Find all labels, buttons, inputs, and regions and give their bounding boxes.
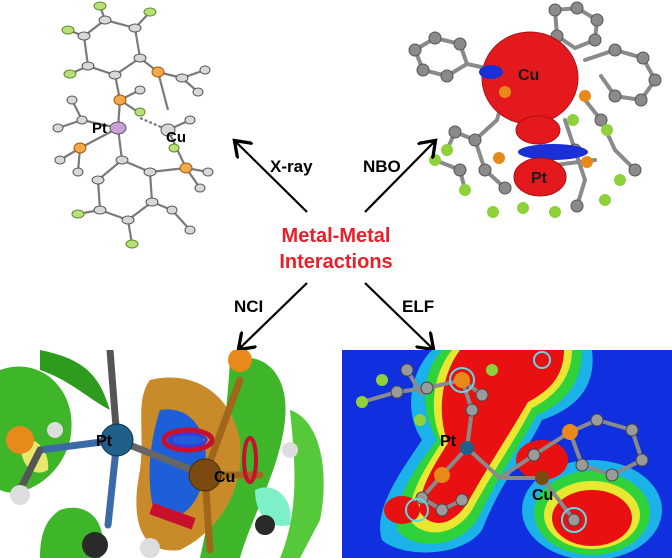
nci-surface-panel: Pt Cu: [0, 350, 330, 558]
elf-cu-label: Cu: [532, 487, 553, 504]
center-title-line1: Metal-Metal: [282, 225, 391, 247]
label-xray: X-ray: [270, 157, 313, 176]
label-elf: ELF: [402, 297, 434, 316]
label-nbo: NBO: [363, 157, 401, 176]
label-nci: NCI: [234, 297, 263, 316]
nci-pt-label: Pt: [96, 433, 113, 450]
center-title-line2: Interactions: [279, 251, 392, 273]
elf-pt-label: Pt: [440, 433, 457, 450]
arrow-xray: [236, 142, 307, 212]
arrow-nbo: [365, 142, 434, 212]
nci-cu-label: Cu: [214, 469, 235, 486]
elf-map-panel: Pt Cu: [342, 350, 672, 558]
